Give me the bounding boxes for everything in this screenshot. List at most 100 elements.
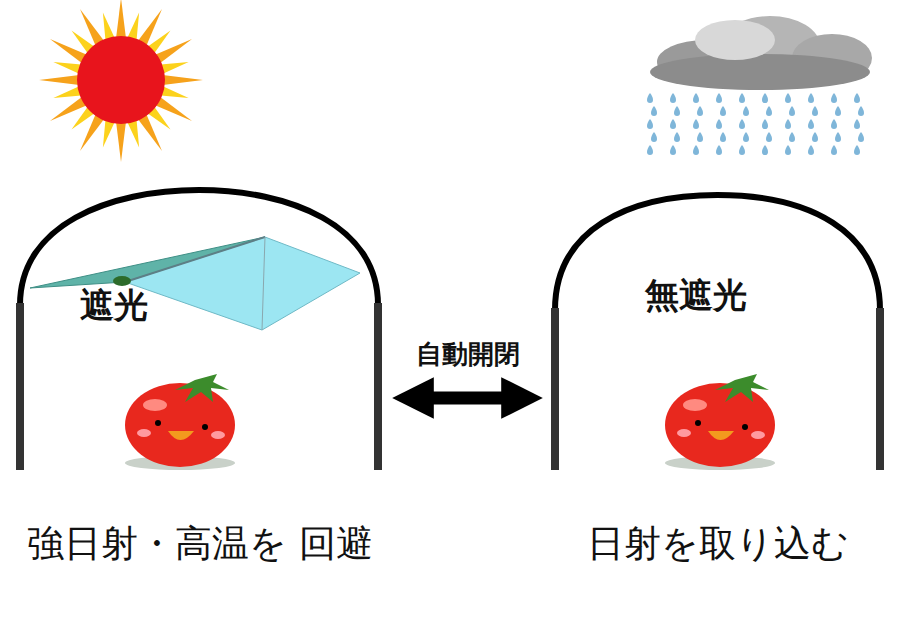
raindrop — [858, 132, 864, 142]
raindrop — [831, 119, 837, 129]
cloud-part — [650, 54, 870, 90]
eye — [202, 424, 208, 430]
side-wall — [876, 308, 884, 470]
raindrop — [670, 93, 676, 103]
tomato-body — [665, 383, 775, 467]
raindrop — [716, 93, 722, 103]
mouth — [168, 431, 194, 440]
raindrop — [697, 132, 703, 142]
eye — [155, 420, 161, 426]
raindrop — [739, 145, 745, 155]
mouth — [708, 431, 734, 440]
house-caption: 強日射・高温を 回避 — [15, 520, 385, 568]
raindrop — [693, 119, 699, 129]
raindrop — [651, 132, 657, 142]
raindrop — [785, 93, 791, 103]
raindrop — [762, 93, 768, 103]
raindrop — [762, 145, 768, 155]
raindrop — [762, 119, 768, 129]
raindrop — [766, 132, 772, 142]
raindrop — [831, 145, 837, 155]
sun-ray — [116, 120, 126, 162]
cloud-highlight — [695, 20, 775, 60]
raindrop — [785, 119, 791, 129]
raindrop — [674, 106, 680, 116]
raindrop — [789, 132, 795, 142]
arch-frame — [555, 195, 880, 470]
raindrop — [831, 93, 837, 103]
tomato-icon — [125, 374, 235, 470]
raindrop — [835, 132, 841, 142]
cheek — [137, 429, 151, 437]
cheek — [677, 429, 691, 437]
raindrop — [854, 119, 860, 129]
highlight — [143, 399, 167, 411]
sun-ray — [116, 0, 126, 40]
raindrop — [766, 106, 772, 116]
house-caption: 日射を取り込む — [550, 520, 885, 568]
raindrop — [739, 93, 745, 103]
raindrops — [647, 93, 864, 155]
raindrop — [812, 106, 818, 116]
raindrop — [697, 106, 703, 116]
tomato-body — [125, 383, 235, 467]
raindrop — [808, 93, 814, 103]
raindrop — [693, 93, 699, 103]
raindrop — [674, 132, 680, 142]
greenhouse: 無遮光日射を取り込む — [550, 190, 885, 572]
raindrop — [808, 119, 814, 129]
greenhouse-frame — [550, 190, 885, 480]
sun-icon — [39, 0, 203, 162]
sun-rays — [39, 0, 203, 162]
raindrop — [647, 93, 653, 103]
side-wall — [374, 303, 382, 470]
greenhouse: 遮光強日射・高温を 回避 — [15, 185, 385, 572]
raindrop — [743, 132, 749, 142]
shade-motor — [113, 276, 131, 286]
highlight — [683, 399, 707, 411]
raindrop — [854, 145, 860, 155]
stem — [715, 374, 769, 402]
house-label: 遮光 — [80, 285, 148, 326]
side-wall — [16, 303, 24, 470]
stem — [175, 374, 229, 402]
raindrop — [812, 132, 818, 142]
rain-cloud — [647, 16, 872, 155]
side-wall — [551, 308, 559, 470]
raindrop — [647, 119, 653, 129]
raindrop — [720, 106, 726, 116]
eye — [742, 424, 748, 430]
raindrop — [651, 106, 657, 116]
raindrop — [670, 119, 676, 129]
raindrop — [720, 132, 726, 142]
cheek — [751, 431, 765, 439]
arch-frame — [20, 190, 378, 470]
house-label: 無遮光 — [645, 275, 747, 316]
raindrop — [835, 106, 841, 116]
raindrop — [808, 145, 814, 155]
greenhouse-frame — [15, 185, 385, 480]
double-arrow — [413, 392, 522, 405]
raindrop — [716, 145, 722, 155]
cheek — [211, 431, 225, 439]
shade-net — [125, 237, 360, 330]
edge-label: 自動開閉 — [416, 339, 520, 370]
shade-net-edge — [262, 237, 265, 330]
raindrop — [858, 106, 864, 116]
raindrop — [647, 145, 653, 155]
raindrop — [670, 145, 676, 155]
raindrop — [743, 106, 749, 116]
shade-net-edge — [125, 237, 265, 282]
raindrop — [854, 93, 860, 103]
raindrop — [716, 119, 722, 129]
raindrop — [789, 106, 795, 116]
raindrop — [693, 145, 699, 155]
sun-disc — [77, 36, 165, 124]
sun-ray — [39, 75, 81, 85]
eye — [695, 420, 701, 426]
raindrop — [785, 145, 791, 155]
tomato-icon — [665, 374, 775, 470]
raindrop — [739, 119, 745, 129]
sun-ray — [161, 75, 203, 85]
